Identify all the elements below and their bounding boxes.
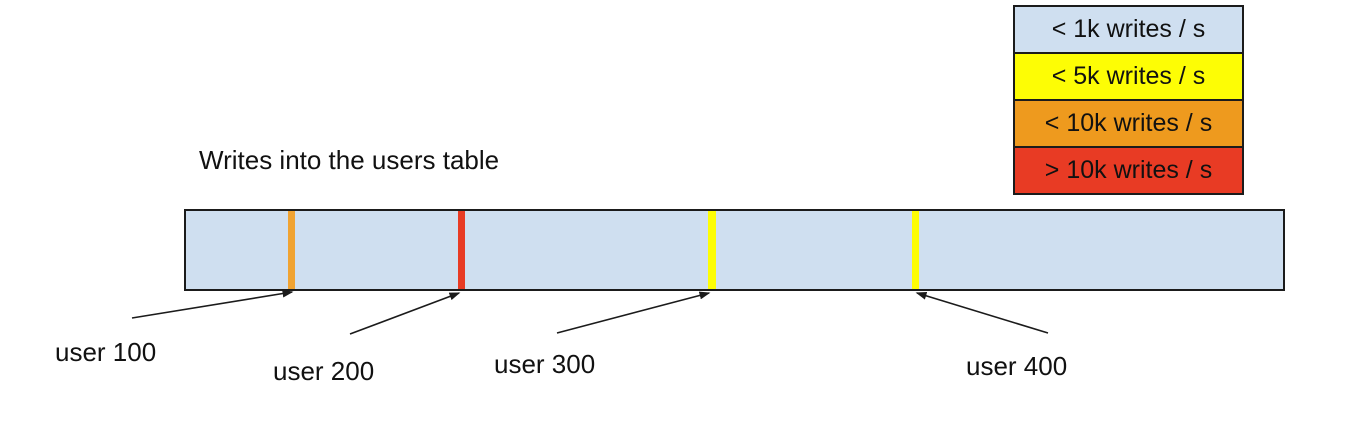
users-table-bar bbox=[184, 209, 1285, 291]
legend-item-label: < 10k writes / s bbox=[1044, 109, 1213, 137]
legend-item-label: > 10k writes / s bbox=[1044, 156, 1213, 184]
legend-item-lt-5k: < 5k writes / s bbox=[1013, 52, 1244, 101]
user-400-label: user 400 bbox=[966, 351, 1068, 381]
legend-item-label: < 5k writes / s bbox=[1051, 62, 1206, 90]
user-100-label: user 100 bbox=[55, 337, 157, 367]
write-hotspot-marker-user-200 bbox=[458, 211, 465, 289]
user-200-label: user 200 bbox=[273, 356, 375, 386]
legend: < 1k writes / s < 5k writes / s < 10k wr… bbox=[1013, 5, 1244, 195]
arrow-user-300 bbox=[556, 291, 711, 334]
write-hotspot-marker-user-100 bbox=[288, 211, 295, 289]
arrow-user-200 bbox=[349, 292, 461, 335]
write-hotspot-marker-user-300 bbox=[708, 211, 716, 289]
legend-item-gt-10k: > 10k writes / s bbox=[1013, 146, 1244, 195]
legend-item-lt-1k: < 1k writes / s bbox=[1013, 5, 1244, 54]
arrow-user-100 bbox=[131, 289, 294, 319]
diagram-title: Writes into the users table bbox=[199, 145, 500, 175]
write-hotspot-marker-user-400 bbox=[912, 211, 919, 289]
legend-item-lt-10k: < 10k writes / s bbox=[1013, 99, 1244, 148]
user-300-label: user 300 bbox=[494, 349, 596, 379]
legend-item-label: < 1k writes / s bbox=[1051, 15, 1206, 43]
arrow-user-400 bbox=[915, 291, 1049, 334]
